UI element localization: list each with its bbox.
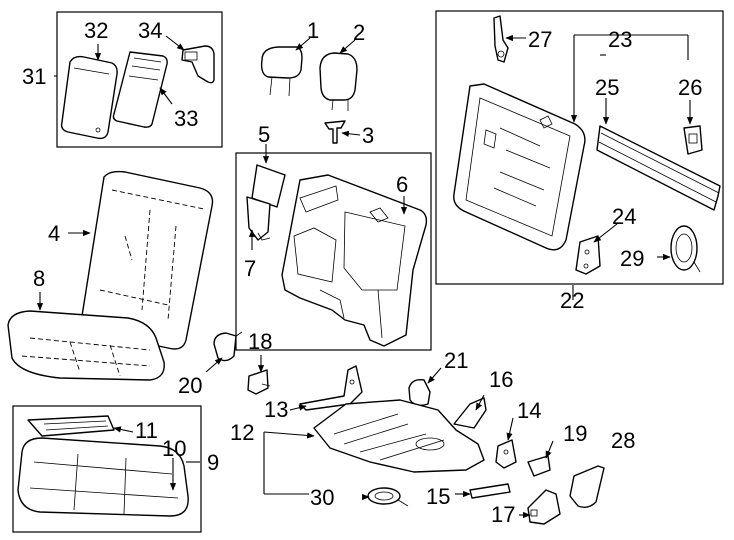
- callout-31: 31: [22, 64, 46, 89]
- headrest-2-part: [319, 52, 358, 111]
- callout-29: 29: [620, 246, 644, 271]
- cushion-frame-part: [313, 399, 485, 473]
- knob-cover-part: [408, 378, 431, 407]
- callout-25: 25: [595, 75, 619, 100]
- heater-mat-part: [27, 415, 115, 437]
- callout-4: 4: [48, 221, 60, 246]
- callout-labels: 1 2 3 4 5 6 7 8 9 10 11 12 13 14 15 16 1…: [22, 18, 702, 527]
- callout-26: 26: [678, 75, 702, 100]
- callout-9: 9: [207, 450, 219, 475]
- latch-part: [683, 125, 703, 155]
- callout-10: 10: [162, 436, 186, 461]
- side-rail-part: [299, 365, 363, 411]
- clip-19-part: [527, 455, 551, 477]
- callout-28: 28: [611, 428, 635, 453]
- callout-13: 13: [264, 397, 288, 422]
- callout-18: 18: [248, 329, 272, 354]
- striker-part: [495, 439, 517, 469]
- callout-21: 21: [444, 348, 468, 373]
- strip-part: [469, 483, 511, 499]
- callout-12: 12: [230, 420, 254, 445]
- callout-32: 32: [84, 18, 108, 43]
- callout-16: 16: [489, 367, 513, 392]
- release-lever-part: [493, 15, 509, 63]
- cushion-cover-part: [7, 310, 165, 381]
- hinge-cover-part: [213, 331, 243, 362]
- armrest-pad-part: [60, 55, 118, 140]
- seat-back-frame-part: [281, 174, 428, 347]
- trim-16-part: [453, 397, 487, 429]
- callout-27: 27: [528, 27, 552, 52]
- callout-14: 14: [517, 398, 541, 423]
- frame-assembly-part: [453, 83, 586, 251]
- callout-33: 33: [174, 106, 198, 131]
- rail-part: [596, 125, 721, 211]
- seat-back-pad-part: [246, 164, 286, 241]
- callout-19: 19: [563, 421, 587, 446]
- callout-17: 17: [491, 502, 515, 527]
- headrest-guide-part: [324, 120, 346, 144]
- box-31: [56, 11, 223, 148]
- bracket-18-part: [247, 369, 271, 395]
- callout-22: 22: [560, 288, 584, 313]
- callout-20: 20: [178, 373, 202, 398]
- callout-3: 3: [362, 123, 374, 148]
- cup-holder-part: [181, 45, 215, 84]
- callout-15: 15: [426, 484, 450, 509]
- bracket-24-part: [575, 235, 601, 275]
- leader-lines: [36, 34, 694, 519]
- callout-11: 11: [135, 418, 158, 443]
- cover-28-part: [569, 465, 605, 509]
- recliner-30-part: [367, 487, 409, 507]
- callout-30: 30: [310, 485, 334, 510]
- callout-6: 6: [396, 172, 408, 197]
- armrest-cover-part: [112, 51, 168, 128]
- callout-7: 7: [244, 256, 256, 281]
- recliner-part: [670, 225, 701, 273]
- callout-2: 2: [353, 20, 365, 45]
- box-9: [12, 405, 202, 533]
- bracket-17-part: [527, 489, 561, 525]
- callout-24: 24: [612, 204, 636, 229]
- callout-23: 23: [608, 27, 632, 52]
- box-22: [435, 10, 724, 285]
- callout-1: 1: [307, 18, 319, 43]
- box-5-6: [235, 152, 432, 351]
- callout-34: 34: [138, 18, 162, 43]
- headrest-1-part: [260, 46, 303, 97]
- cushion-pad-part: [17, 437, 189, 517]
- callout-5: 5: [258, 122, 270, 147]
- callout-8: 8: [33, 266, 45, 291]
